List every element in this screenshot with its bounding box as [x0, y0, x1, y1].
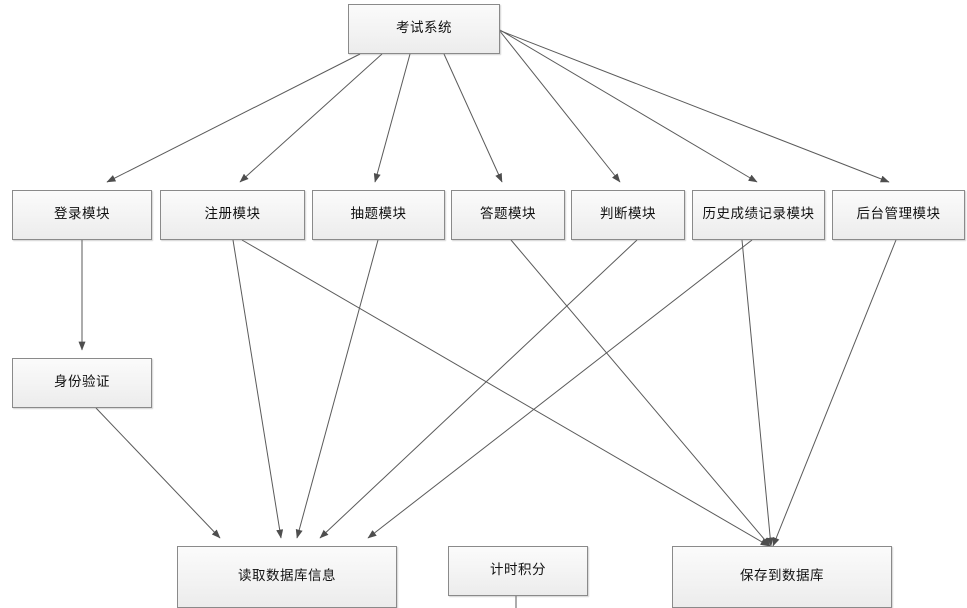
node-save-database-label: 保存到数据库 [740, 568, 824, 585]
edge-root-to-answer [443, 53, 503, 183]
node-timer-score[interactable]: 计时积分 [448, 546, 588, 596]
node-answer-module[interactable]: 答题模块 [451, 190, 565, 240]
node-login-module[interactable]: 登录模块 [12, 190, 152, 240]
node-timer-score-label: 计时积分 [490, 562, 546, 579]
node-root[interactable]: 考试系统 [348, 4, 500, 54]
node-admin-module-label: 后台管理模块 [856, 206, 941, 223]
node-history-score-module-label: 历史成绩记录模块 [702, 206, 815, 223]
edge-admin-to-savedb [772, 239, 897, 547]
edge-root-to-admin [500, 30, 890, 183]
edge-history-to-readdb [367, 239, 753, 539]
node-register-module[interactable]: 注册模块 [160, 190, 305, 240]
node-identity-verification[interactable]: 身份验证 [12, 358, 152, 408]
edge-answer-to-savedb [510, 239, 771, 547]
edge-auth-to-readdb [95, 407, 221, 539]
edge-judge-to-readdb [319, 239, 638, 539]
node-history-score-module[interactable]: 历史成绩记录模块 [692, 190, 825, 240]
edge-root-to-history [499, 29, 758, 183]
edge-history-to-savedb [741, 239, 774, 547]
node-read-database[interactable]: 读取数据库信息 [177, 546, 397, 608]
node-question-pick-module-label: 抽题模块 [350, 206, 407, 223]
node-identity-verification-label: 身份验证 [54, 374, 110, 391]
edge-root-to-judge [498, 29, 621, 183]
edge-root-to-register [239, 53, 383, 183]
node-register-module-label: 注册模块 [204, 206, 261, 223]
node-read-database-label: 读取数据库信息 [238, 568, 336, 585]
edge-pick-to-readdb [295, 239, 379, 539]
node-admin-module[interactable]: 后台管理模块 [832, 190, 965, 240]
edge-register-to-readdb [232, 239, 284, 539]
edge-register-to-savedb [241, 239, 770, 547]
node-root-label: 考试系统 [396, 20, 452, 37]
node-save-database[interactable]: 保存到数据库 [672, 546, 892, 608]
edge-root-to-pick [373, 53, 411, 183]
node-judge-module[interactable]: 判断模块 [571, 190, 685, 240]
node-judge-module-label: 判断模块 [600, 206, 656, 223]
node-login-module-label: 登录模块 [54, 206, 110, 223]
node-answer-module-label: 答题模块 [480, 206, 536, 223]
edge-root-to-login [106, 53, 361, 183]
node-question-pick-module[interactable]: 抽题模块 [312, 190, 445, 240]
